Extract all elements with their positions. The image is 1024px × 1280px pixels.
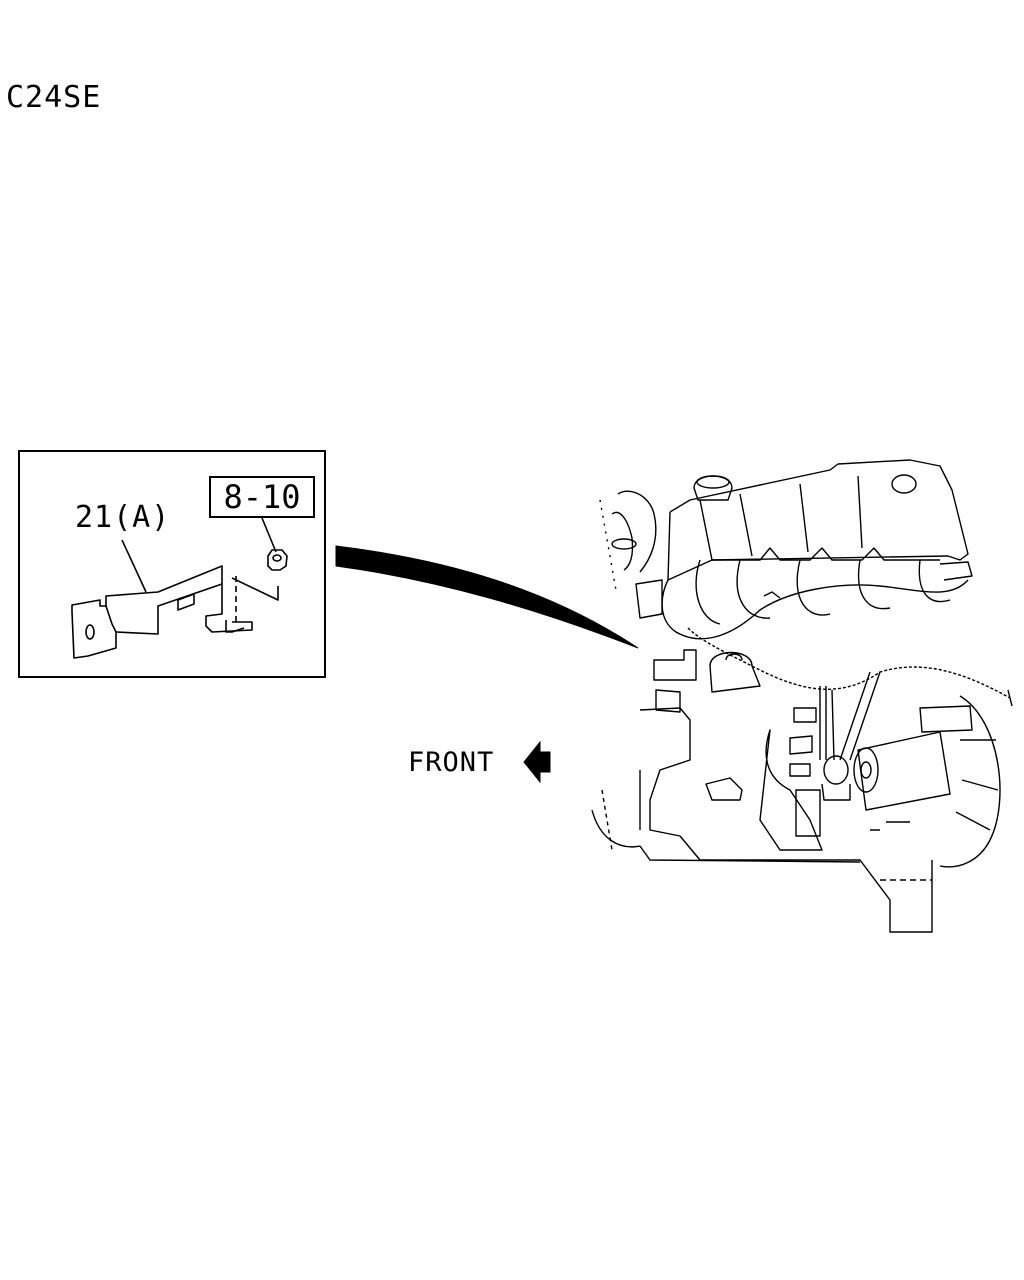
bracket-icon bbox=[72, 540, 278, 658]
engine-icon bbox=[592, 460, 1012, 932]
reference-box: 8-10 bbox=[209, 476, 315, 518]
leader-arrow-icon bbox=[336, 546, 638, 648]
detail-inset bbox=[18, 450, 326, 678]
front-label: FRONT bbox=[408, 747, 495, 778]
engine-code: C24SE bbox=[6, 80, 102, 115]
nut-icon bbox=[262, 518, 287, 570]
part-number-label: 21(A) bbox=[75, 500, 171, 535]
front-arrow-icon bbox=[524, 742, 550, 782]
